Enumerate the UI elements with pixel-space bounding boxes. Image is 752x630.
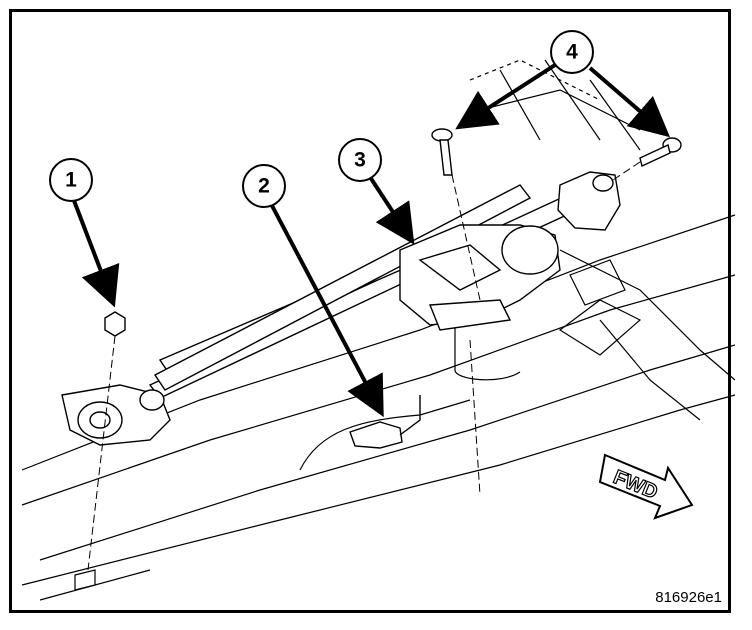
linkage-tube	[148, 179, 612, 399]
forward-direction-arrow: FWD	[598, 453, 694, 520]
cowl-panel	[21, 59, 736, 601]
right-wiper-pivot	[557, 171, 621, 231]
callout-3: 3	[338, 138, 382, 182]
motor-mount-line	[469, 339, 481, 496]
figure-id: 816926e1	[655, 589, 722, 606]
nut-fastener	[87, 311, 126, 571]
callout-2: 2	[242, 164, 286, 208]
callout-1: 1	[49, 158, 93, 202]
callout-leaders	[71, 63, 671, 418]
callout-2-label: 2	[258, 175, 270, 198]
callout-3-label: 3	[354, 149, 366, 172]
bolt-fastener-left	[431, 128, 481, 301]
bolt-fastener-right	[609, 137, 682, 183]
wiper-motor	[399, 224, 561, 331]
callout-4: 4	[550, 30, 594, 74]
callout-1-label: 1	[65, 169, 77, 192]
electrical-connector	[349, 395, 421, 449]
callout-4-label: 4	[566, 41, 578, 64]
left-wiper-pivot	[61, 384, 171, 446]
